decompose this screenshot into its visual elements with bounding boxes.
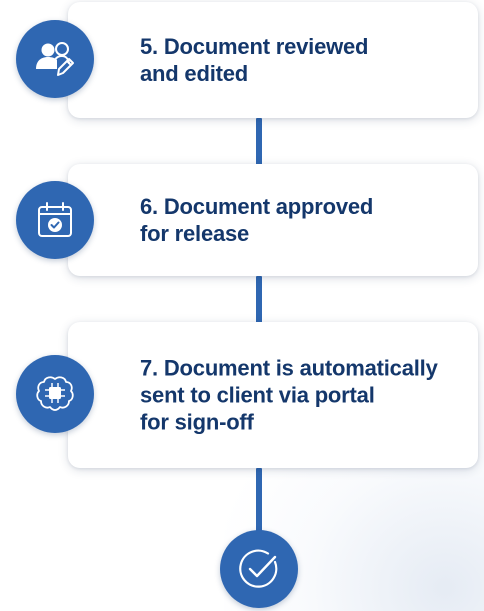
check-circle-icon [239,549,278,588]
final-check-circle [220,530,298,608]
step-6-icon-circle [16,181,94,259]
connector-line-3 [256,468,262,534]
step-5-text: 5. Document reviewed and edited [140,34,369,86]
users-edit-icon [36,42,74,76]
step-7-icon-circle [16,355,94,433]
calendar-check-icon [38,202,72,237]
connector-line-1 [256,118,262,166]
step-7-text: 7. Document is automatically sent to cli… [140,355,438,435]
step-card-5: 5. Document reviewed and edited [68,2,478,118]
brain-chip-icon [36,376,74,411]
step-5-icon-circle [16,20,94,98]
step-card-6: 6. Document approved for release [68,164,478,276]
step-6-text: 6. Document approved for release [140,194,374,246]
step-card-7: 7. Document is automatically sent to cli… [68,322,478,468]
connector-line-2 [256,276,262,324]
